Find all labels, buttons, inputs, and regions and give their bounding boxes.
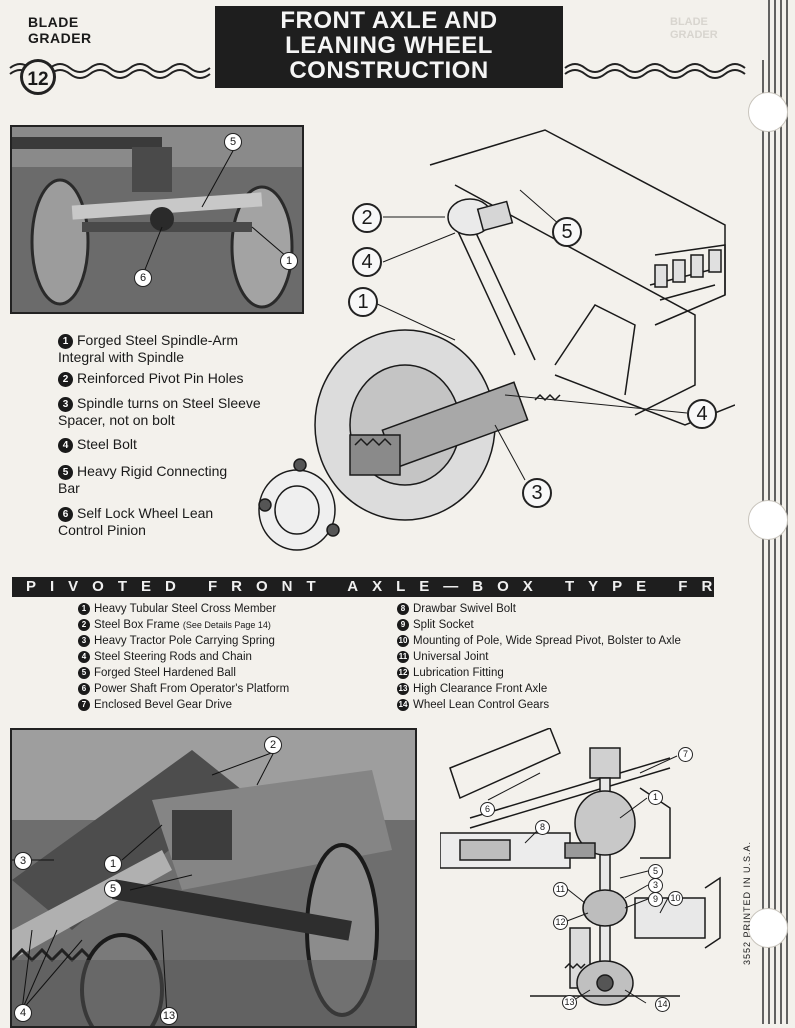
diagram2-callout: 13	[562, 995, 577, 1010]
photo1-callout: 6	[134, 269, 152, 287]
section-banner: PIVOTED FRONT AXLE—BOX TYPE FRAME	[12, 577, 714, 597]
binder-hole-bottom	[748, 908, 788, 948]
bleed-through-label: BLADE GRADER	[670, 16, 718, 41]
front-axle-photo: 5 6 1	[10, 125, 304, 314]
photo2-callout: 4	[14, 1004, 32, 1022]
diagram2-callout: 5	[648, 864, 663, 879]
photo1-callout: 5	[224, 133, 242, 151]
printed-in-usa-note: 3552 PRINTED IN U.S.A.	[742, 840, 752, 965]
cutaway-callout: 5	[552, 217, 582, 247]
photo2-callout: 1	[104, 855, 122, 873]
binder-hole-middle	[748, 500, 788, 540]
diagram2-callout: 8	[535, 820, 550, 835]
photo2-callout: 5	[104, 880, 122, 898]
spindle-cutaway-illustration	[258, 129, 735, 551]
diagram2-callout: 14	[655, 997, 670, 1012]
diagram2-callout: 10	[668, 891, 683, 906]
series-label: BLADE GRADER	[28, 14, 92, 46]
cutaway-callout: 3	[522, 478, 552, 508]
diagram2-callout: 1	[648, 790, 663, 805]
page-title: FRONT AXLE AND LEANING WHEEL CONSTRUCTIO…	[215, 6, 563, 88]
diagram2-callout: 12	[553, 915, 568, 930]
cutaway-callout: 2	[352, 203, 382, 233]
cutaway-callout: 1	[348, 287, 378, 317]
diagram2-callout: 6	[480, 802, 495, 817]
diagram2-callout: 7	[678, 747, 693, 762]
cutaway-callout: 4	[352, 247, 382, 277]
diagram2-callout: 9	[648, 892, 663, 907]
photo2-callout: 3	[14, 852, 32, 870]
photo1-callout: 1	[280, 252, 298, 270]
photo2-callout: 13	[160, 1007, 178, 1025]
photo2-callout: 2	[264, 736, 282, 754]
cutaway-callout: 4	[687, 399, 717, 429]
pivoted-axle-diagram	[440, 728, 721, 1006]
diagram2-callout: 3	[648, 878, 663, 893]
page-number-badge: 12	[20, 59, 56, 95]
diagram2-callout: 11	[553, 882, 568, 897]
box-frame-photo: 2 3 1 5 4 13	[10, 728, 417, 1028]
binder-hole-top	[748, 92, 788, 132]
